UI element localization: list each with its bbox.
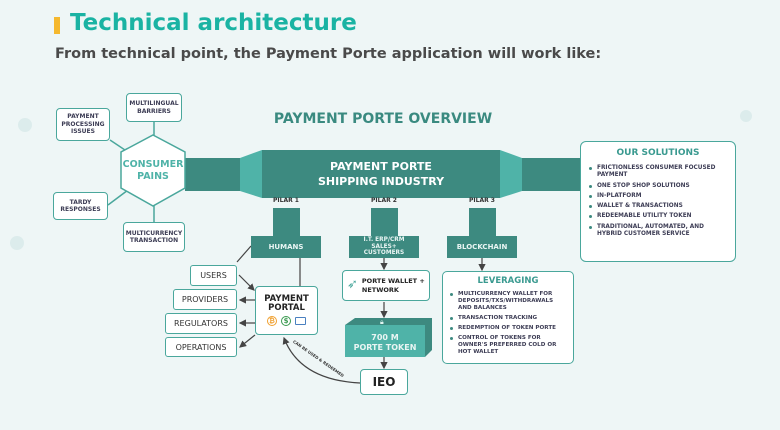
- page-title: Technical architecture: [70, 10, 357, 36]
- solution-item: REDEEMABLE UTILITY TOKEN: [587, 213, 729, 220]
- page-subtitle: From technical point, the Payment Porte …: [55, 46, 602, 62]
- solution-item: WALLET & TRANSACTIONS: [587, 203, 729, 210]
- center-banner: PAYMENT PORTE SHIPPING INDUSTRY: [262, 154, 500, 194]
- center-line: PAYMENT PORTE: [330, 159, 432, 173]
- token-label: PORTE TOKEN: [353, 342, 417, 352]
- pain-payment-processing: PAYMENT PROCESSING ISSUES: [56, 108, 110, 141]
- dollar-icon: $: [281, 316, 291, 327]
- ieo-box: IEO: [360, 369, 408, 395]
- token-label: 700 M: [371, 332, 399, 342]
- portal-label: PORTAL: [268, 303, 305, 313]
- pillar-blockchain: BLOCKCHAIN: [447, 236, 517, 258]
- leveraging-item: TRANSACTION TRACKING: [448, 315, 568, 322]
- pain-multilingual: MULTILINGUAL BARRIERS: [126, 93, 182, 122]
- portal-label: PAYMENT: [264, 293, 309, 304]
- center-line: SHIPPING INDUSTRY: [317, 175, 445, 188]
- pillar-1-label: PILAR 1: [273, 197, 299, 204]
- pillar-it: I.T. ERP/CRM SALES+ CUSTOMERS: [349, 236, 419, 258]
- decor-dot: [10, 236, 24, 250]
- lock-icon: 🔒︎: [380, 318, 384, 326]
- pain-multicurrency: MULTICURRENCY TRANSACTION: [123, 222, 185, 252]
- porte-wallet: ➶ PORTE WALLET + NETWORK: [342, 270, 430, 301]
- credit-card-icon: [295, 317, 306, 326]
- solution-item: ONE STOP SHOP SOLUTIONS: [587, 183, 729, 190]
- leveraging-item: REDEMPTION OF TOKEN PORTE: [448, 325, 568, 332]
- overview-title: PAYMENT PORTE OVERVIEW: [273, 111, 493, 127]
- bitcoin-icon: ₿: [267, 316, 277, 327]
- stakeholder-regulators: REGULATORS: [165, 313, 237, 334]
- solutions-panel: OUR SOLUTIONS FRICTIONLESS CONSUMER FOCU…: [580, 141, 736, 262]
- decor-dot: [740, 110, 752, 122]
- leveraging-title: LEVERAGING: [477, 276, 539, 286]
- solution-item: FRICTIONLESS CONSUMER FOCUSED PAYMENT: [587, 165, 729, 179]
- leveraging-item: MULTICURRENCY WALLET FOR DEPOSITS/TXS/WI…: [448, 291, 568, 312]
- solution-item: TRADITIONAL, AUTOMATED, AND HYBRID CUSTO…: [587, 224, 729, 238]
- pain-tardy: TARDY RESPONSES: [53, 192, 108, 220]
- pillar-2-label: PILAR 2: [371, 197, 397, 204]
- leveraging-panel: LEVERAGING MULTICURRENCY WALLET FOR DEPO…: [442, 271, 574, 364]
- decor-dot: [18, 118, 32, 132]
- hub-label: CONSUMER: [122, 158, 184, 170]
- stakeholder-users: USERS: [190, 265, 237, 286]
- leveraging-item: CONTROL OF TOKENS FOR OWNER'S PREFERRED …: [448, 335, 568, 356]
- rocket-icon: ➶: [347, 277, 358, 293]
- title-accent-bar: [54, 17, 60, 34]
- pillar-humans: HUMANS: [251, 236, 321, 258]
- wallet-label: PORTE WALLET + NETWORK: [361, 277, 425, 294]
- stakeholder-providers: PROVIDERS: [173, 289, 237, 310]
- solution-item: IN-PLATFORM: [587, 193, 729, 200]
- solutions-title: OUR SOLUTIONS: [616, 148, 700, 158]
- hub-label: PAINS: [137, 171, 169, 182]
- pillar-3-label: PILAR 3: [469, 197, 495, 204]
- stakeholder-operations: OPERATIONS: [165, 337, 237, 357]
